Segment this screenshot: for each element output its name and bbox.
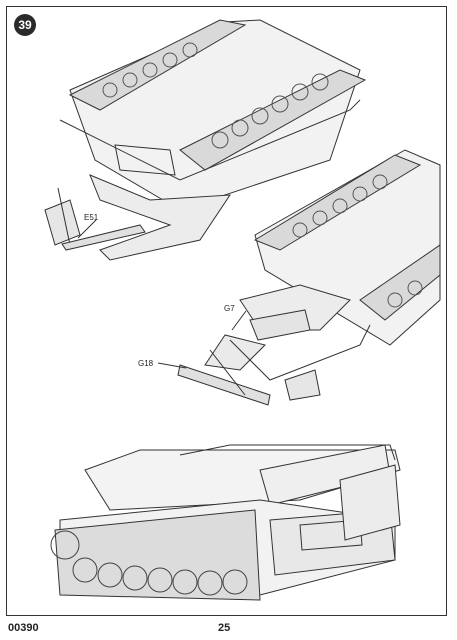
top-hull-drawing <box>44 19 367 261</box>
leader-g18 <box>157 362 187 369</box>
leader-e51 <box>77 219 97 239</box>
label-g18: G18 <box>138 359 154 368</box>
middle-hull-drawing <box>177 149 441 406</box>
leader-g7 <box>231 310 247 331</box>
step-number: 39 <box>18 18 32 32</box>
page-number: 25 <box>218 622 231 634</box>
step-badge: 39 <box>14 14 36 36</box>
label-g7: G7 <box>224 304 235 313</box>
footer-code: 00390 <box>8 622 39 634</box>
label-e51: E51 <box>84 213 99 222</box>
assembled-vehicle-drawing <box>50 444 401 601</box>
page-frame <box>6 6 447 616</box>
